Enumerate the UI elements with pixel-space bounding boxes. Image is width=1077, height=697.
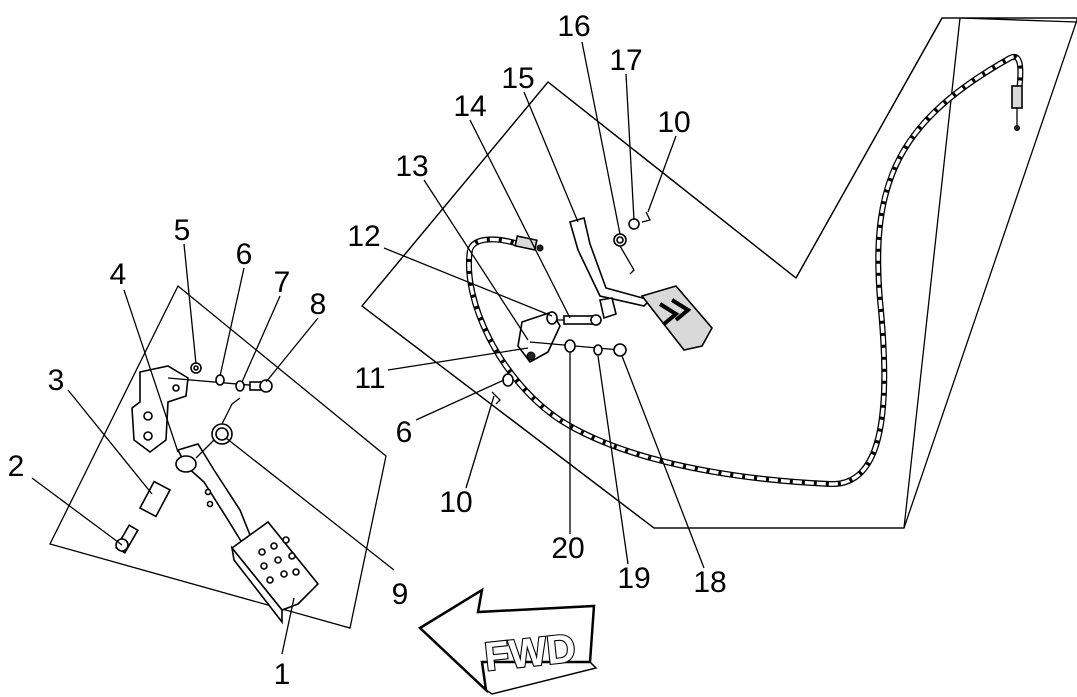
washer-6-lower (502, 373, 514, 387)
pedal-bracket (131, 365, 189, 453)
callout-10: 10 (657, 106, 690, 139)
callout-14: 14 (453, 90, 486, 123)
spring-16 (613, 233, 635, 275)
callout-18: 18 (693, 566, 726, 599)
washer-12 (546, 311, 558, 325)
callout-13: 13 (395, 150, 428, 183)
callout-4: 4 (110, 258, 127, 291)
callout-6-lower: 6 (396, 416, 413, 449)
pivot-bolt (115, 524, 139, 554)
washer-7 (235, 380, 245, 392)
pedal-pad (230, 520, 320, 625)
return-spring (195, 397, 241, 459)
left-leader-lines (31, 243, 395, 655)
callout-19: 19 (617, 562, 650, 595)
bushing (138, 480, 172, 518)
fwd-arrow: FWD (417, 587, 598, 695)
callout-8: 8 (310, 288, 327, 321)
clip-17 (628, 218, 640, 230)
callout-20: 20 (551, 532, 584, 565)
fwd-label: FWD (483, 626, 578, 679)
cotter-10-upper (641, 211, 651, 223)
pedal-arm (175, 443, 253, 548)
bolt-8 (249, 379, 273, 393)
callout-15: 15 (501, 62, 534, 95)
nut-5 (190, 362, 202, 374)
accelerator-pad (640, 285, 713, 351)
callout-17: 17 (609, 44, 642, 77)
washer-20 (564, 339, 576, 353)
callout-12: 12 (347, 220, 380, 253)
callout-6: 6 (236, 238, 253, 271)
throttle-cable (466, 53, 1024, 488)
left-pedal-assembly (31, 243, 395, 655)
callout-7: 7 (274, 266, 291, 299)
washer-6 (215, 374, 225, 386)
cotter-10-lower (491, 391, 501, 405)
callout-10-lower: 10 (439, 486, 472, 519)
pivot-pin-14 (563, 314, 602, 326)
callout-3: 3 (48, 364, 65, 397)
callout-16: 16 (557, 10, 590, 43)
callout-labels: 1 2 3 4 5 6 7 8 9 10 11 12 13 14 15 16 1… (8, 10, 727, 691)
callout-5: 5 (174, 214, 191, 247)
right-leader-lines (383, 41, 705, 569)
washer-19 (593, 344, 603, 356)
right-pedal-assembly (361, 17, 1077, 569)
accelerator-arm (569, 216, 652, 320)
left-assembly-outline (49, 284, 387, 629)
callout-2: 2 (8, 450, 25, 483)
callout-1: 1 (274, 658, 291, 691)
bolt-18 (613, 343, 627, 357)
callout-11: 11 (354, 362, 385, 395)
callout-9: 9 (392, 578, 409, 611)
